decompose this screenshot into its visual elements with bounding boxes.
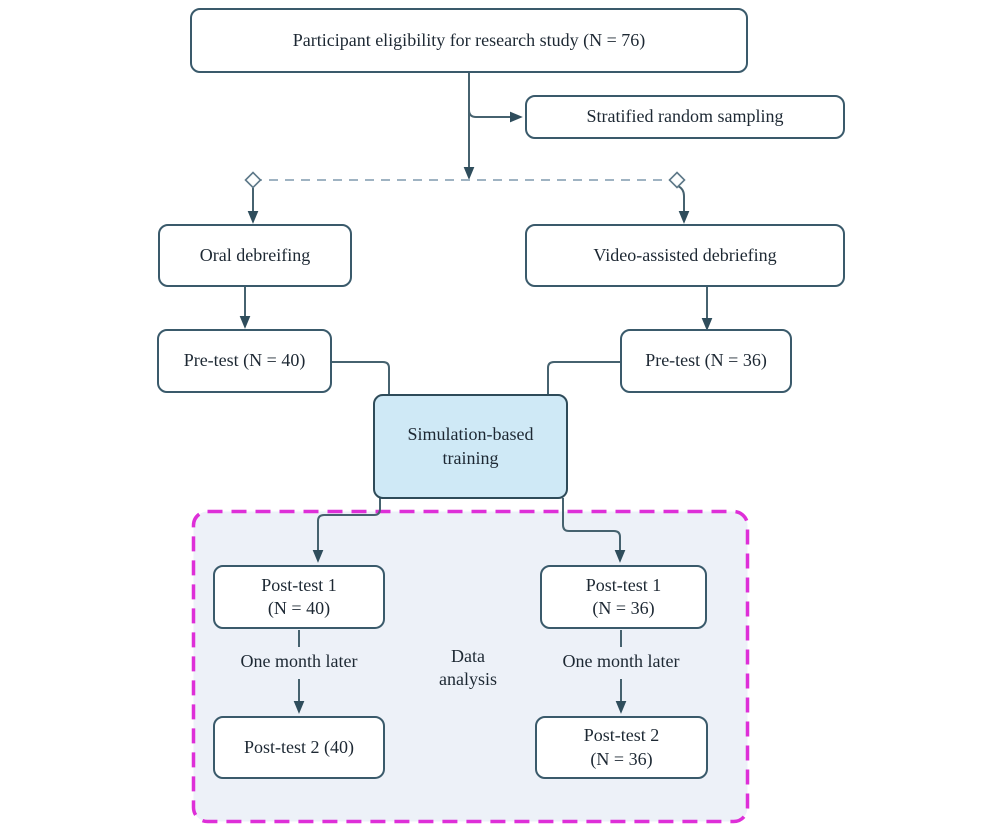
node-oral-debriefing: Oral debreifing (158, 224, 352, 287)
diamond-junction-left-icon (244, 171, 262, 189)
node-posttest1-video: Post-test 1 (N = 36) (540, 565, 707, 629)
node-video-debriefing: Video-assisted debriefing (525, 224, 845, 287)
node-posttest2-video: Post-test 2 (N = 36) (535, 716, 708, 779)
connector-simulation-to-posttest1-oral (312, 498, 381, 563)
label-data-analysis: Data analysis (439, 646, 497, 690)
connector-pretest-video-to-simulation (547, 361, 620, 395)
node-eligibility: Participant eligibility for research stu… (190, 8, 748, 73)
label-one-month-later-oral: One month later (240, 651, 358, 671)
connector-pretest-oral-to-simulation (332, 361, 390, 395)
node-stratified-sampling: Stratified random sampling (525, 95, 845, 139)
connector-eligibility-to-sampling (468, 109, 523, 123)
diamond-junction-right-icon (668, 171, 686, 189)
node-simulation-training: Simulation-based training (373, 394, 568, 499)
node-pretest-oral: Pre-test (N = 40) (157, 329, 332, 393)
node-posttest2-oral: Post-test 2 (40) (213, 716, 385, 779)
connector-simulation-to-posttest1-video (562, 498, 626, 563)
node-posttest1-oral: Post-test 1 (N = 40) (213, 565, 385, 629)
node-pretest-video: Pre-test (N = 36) (620, 329, 792, 393)
connector-branch-to-video (677, 185, 690, 224)
label-one-month-later-video: One month later (562, 651, 680, 671)
